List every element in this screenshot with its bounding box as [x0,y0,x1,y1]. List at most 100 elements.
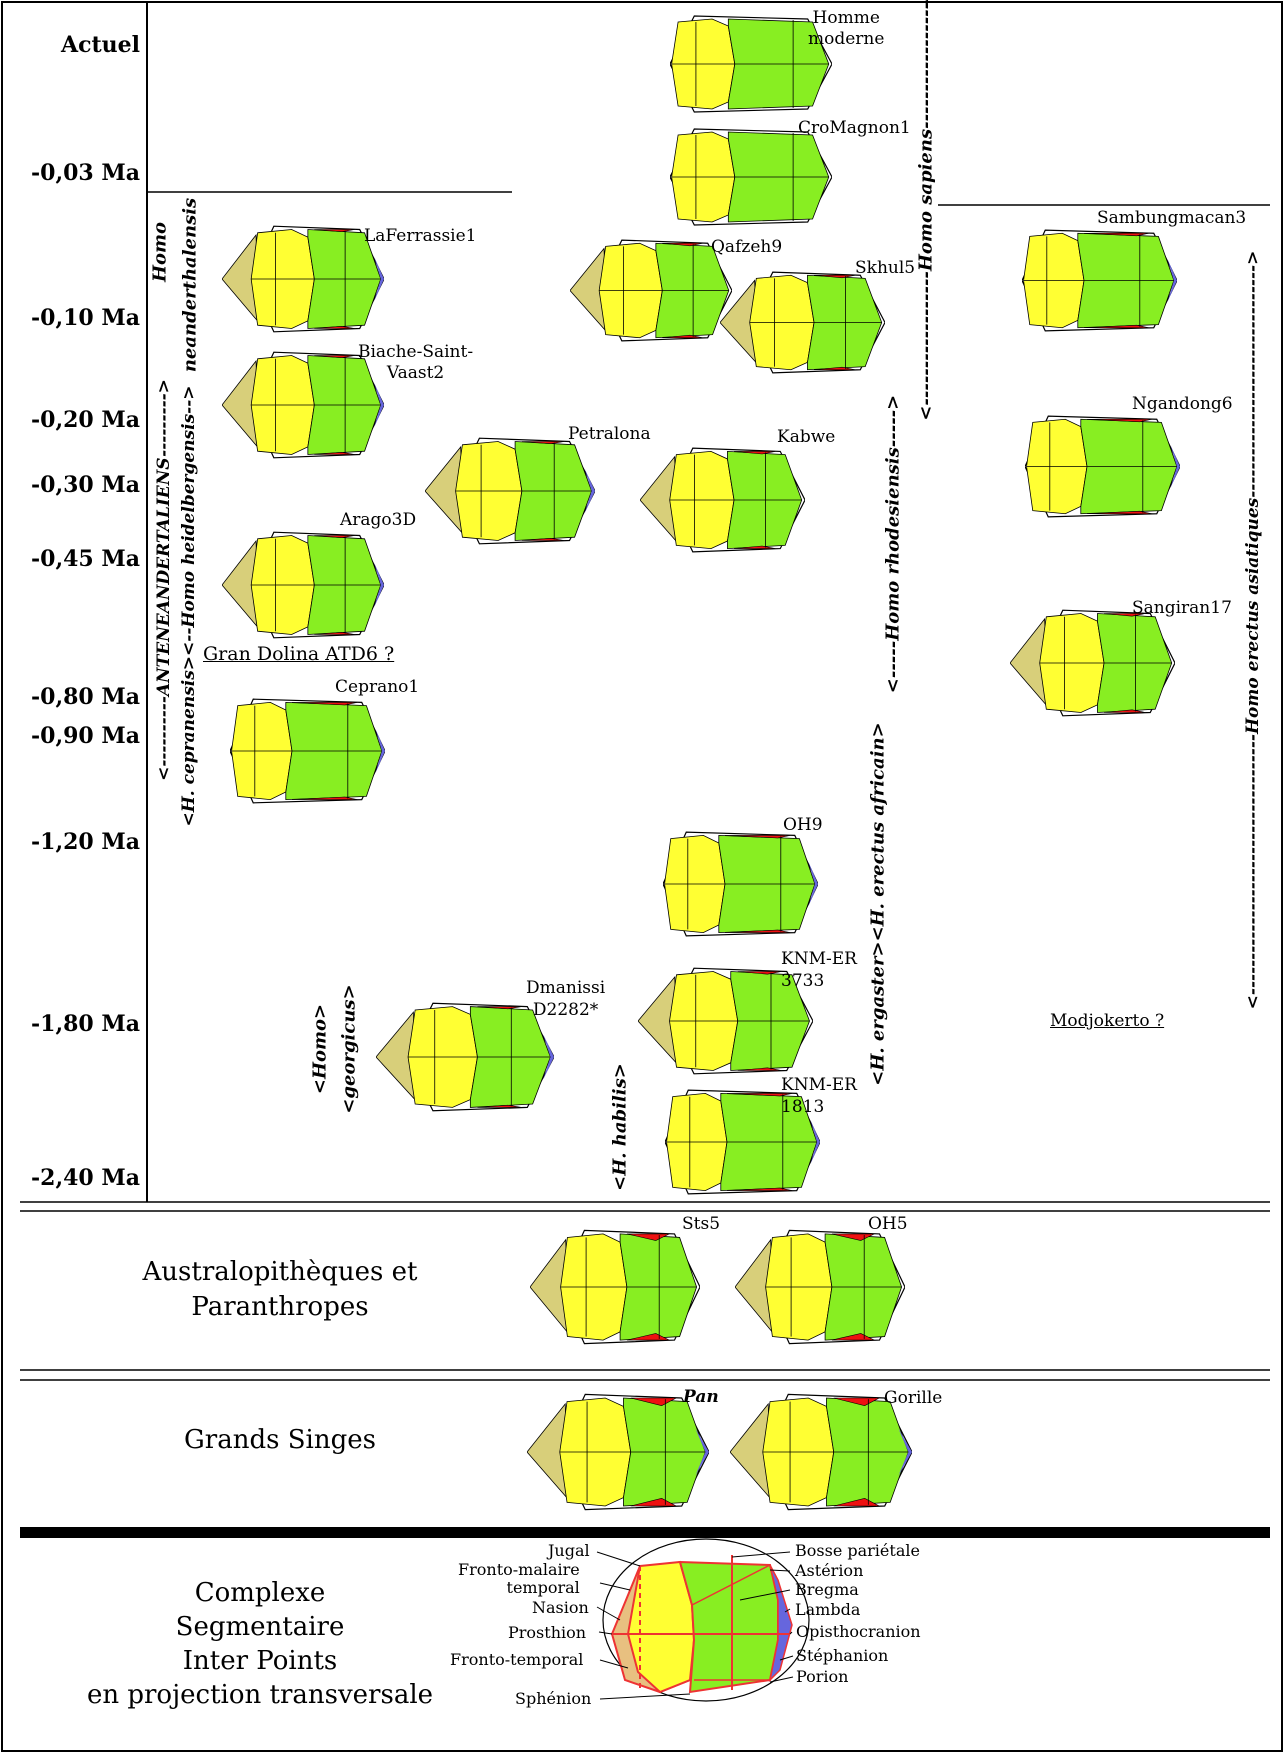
skull-pan [527,1392,709,1512]
segment-region [898,1428,912,1476]
label-arago: Arago3D [340,510,417,530]
time-label: -0,90 Ma [31,723,140,749]
segment-region [314,536,355,538]
segment-region [1084,325,1149,328]
skull-arago [222,530,384,640]
segment-region [695,1428,709,1476]
segment-region [374,257,384,301]
legend-fronto-temporal: Fronto-temporal [450,1650,584,1669]
segment-region [292,702,357,705]
segment-region [627,1234,670,1241]
label-ceprano: Ceprano1 [335,677,420,697]
label-gorille: Gorille [884,1388,943,1408]
segment-region [832,1234,875,1241]
skull-qafzeh [570,238,732,343]
segment-region [738,1068,782,1071]
segment-region [1104,710,1145,713]
time-label: -1,20 Ma [31,829,140,855]
section-australopitheques: Australopithèques et Paranthropes [142,1257,418,1322]
time-label: -0,10 Ma [31,305,140,331]
segment-region [477,1007,522,1009]
segment-region [314,356,355,358]
label-ngandong: Ngandong6 [1132,394,1233,414]
label-oh9: OH9 [783,815,823,835]
skull-oh5 [735,1228,905,1346]
skull-dmanissi [376,1001,554,1113]
legend-porion: Porion [796,1667,849,1686]
segment-region [808,862,818,906]
time-label: -1,80 Ma [31,1011,140,1037]
skull-skhul [720,270,885,375]
time-label: -0,80 Ma [31,684,140,710]
legend-fronto-malaire: Fronto-malaire temporal [458,1560,580,1597]
time-label: -0,20 Ma [31,407,140,433]
legend-lambda: Lambda [795,1600,861,1619]
segment-region [834,1498,880,1506]
label-knm3733: KNM-ER 3733 [781,949,857,991]
skull-gorille [730,1392,912,1512]
segment-region [727,1188,792,1191]
legend-title: Complexe Segmentaire Inter Points en pro… [86,1578,434,1710]
label-homme-moderne: Homme moderne [808,8,885,49]
label-cromagnon: CroMagnon1 [798,118,911,138]
segment-region [1087,419,1152,422]
segment-region [725,930,790,933]
segment-region [374,563,384,607]
segment-region [374,383,384,427]
segment-region [734,451,775,454]
legend-stephanion: Stéphanion [796,1646,889,1665]
legend-asterion: Astérion [795,1561,864,1580]
segment-region [522,442,565,444]
segment-region [314,326,355,328]
legend-bregma: Bregma [795,1580,859,1599]
segment-region [810,1120,820,1164]
segment-region [1170,445,1180,488]
label-knm1813: KNM-ER 1813 [781,1075,857,1117]
segment-region [834,1398,880,1406]
skull-cromagnon [670,127,832,227]
skull-knm3733 [638,966,813,1076]
label-oh5: OH5 [868,1214,908,1234]
segment-region [375,729,385,773]
skull-petralona [425,436,595,546]
segment-region [522,538,565,540]
legend-nasion: Nasion [532,1598,589,1617]
skull-sts5 [530,1228,700,1346]
label-sts5: Sts5 [682,1214,721,1234]
segment-region [314,632,355,634]
legend-sphenion: Sphénion [515,1689,592,1708]
label-skhul: Skhul5 [855,258,916,278]
legend-prosthion: Prosthion [508,1623,587,1642]
legend-opisthocranion: Opisthocranion [796,1622,921,1641]
skull-sangiran [1010,608,1175,718]
time-label: -2,40 Ma [31,1165,140,1191]
segment-region [662,335,703,338]
skull-sambungmacan [1022,228,1177,333]
segment-region [314,452,355,454]
segment-region [1087,511,1152,514]
segment-region [1084,233,1149,236]
skull-ngandong [1025,414,1180,519]
segment-region [1167,259,1177,302]
segment-region [543,1034,554,1080]
segment-region [584,469,595,513]
segment-region [725,835,790,838]
skull-knm1813 [665,1088,820,1196]
time-label: -0,03 Ma [31,160,140,186]
segment-region [314,230,355,232]
label-modjokerto: Modjokerto ? [1050,1011,1165,1031]
legend-bosse-parietale: Bosse pariétale [795,1541,920,1560]
segment-region [477,1105,522,1107]
label-petralona: Petralona [568,424,651,444]
segment-region [631,1398,677,1406]
skull-homme-moderne [670,14,832,114]
segment-region [814,367,855,370]
segment-region [814,275,855,278]
skull-ceprano [230,697,385,805]
label-gran-dolina: Gran Dolina ATD6 ? [203,643,395,665]
segment-region [1104,614,1145,617]
time-label: Actuel [61,32,140,58]
label-laferrassie: LaFerrassie1 [364,226,477,246]
